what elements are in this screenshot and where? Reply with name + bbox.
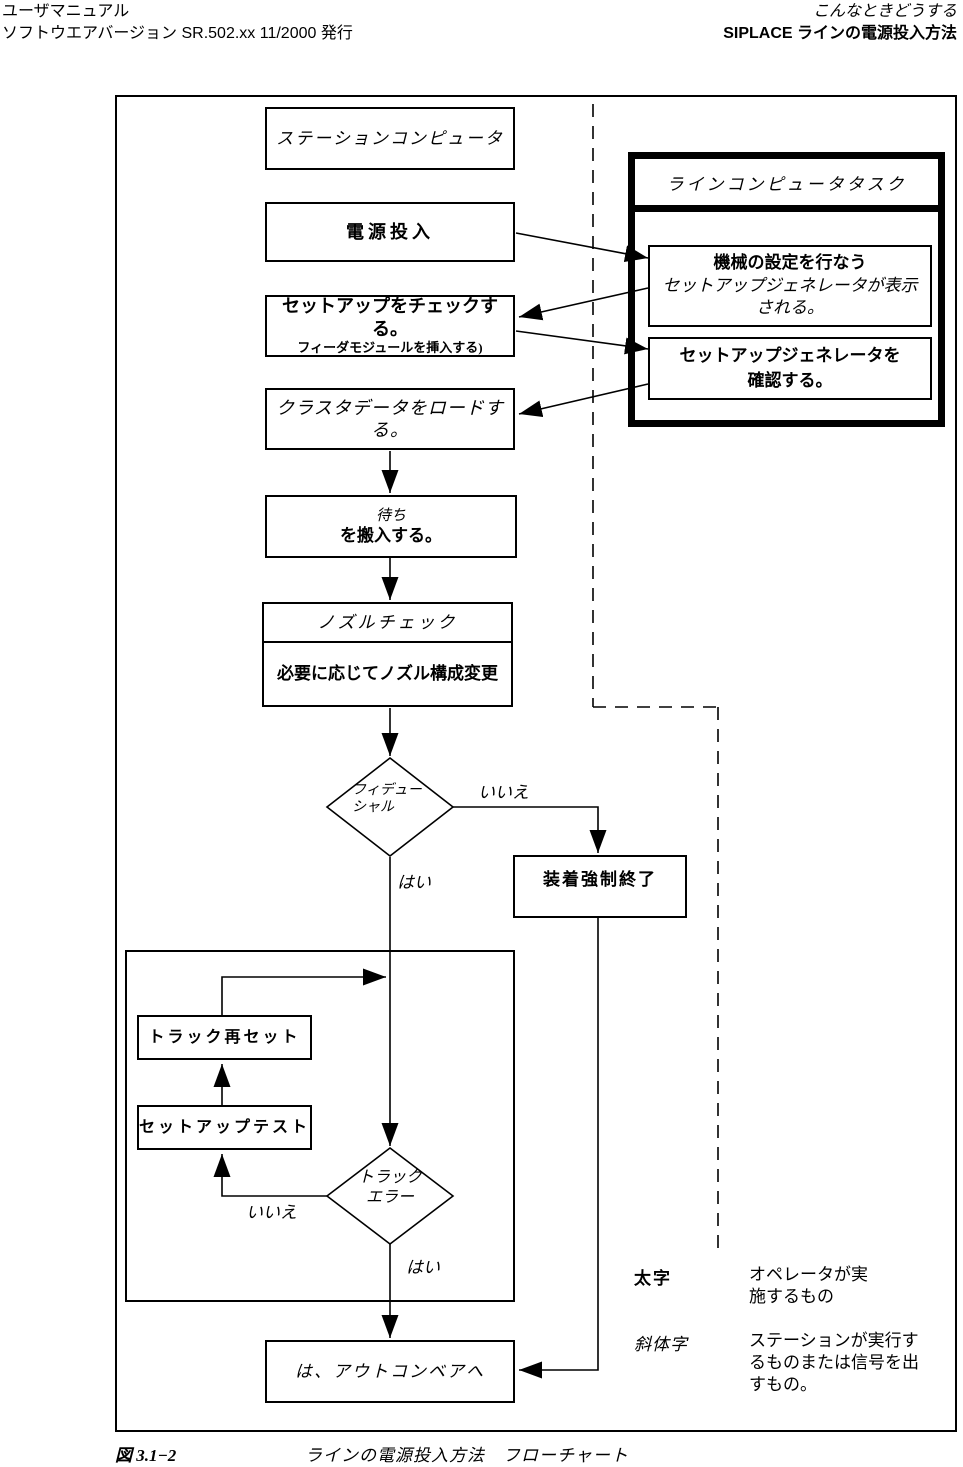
legend-italic-term: 斜体字	[634, 1335, 688, 1354]
confirm-setup-box: セットアップジェネレータを 確認する。	[648, 337, 932, 400]
machine-setup-line1: 機械の設定を行なう	[713, 252, 867, 272]
header-left: ユーザマニュアル ソフトウエアバージョン SR.502.xx 11/2000 発…	[2, 1, 353, 45]
wait-load-box: 待ち を搬入する。	[265, 495, 517, 558]
legend-bold-desc: オペレータが実 施するもの	[749, 1264, 868, 1308]
confirm-setup-line2: 確認する。	[747, 370, 833, 390]
machine-setup-line2: セットアップジェネレータが表示	[662, 275, 918, 295]
section-title: SIPLACE ラインの電源投入方法	[723, 25, 957, 42]
fiducial-no-label: いいえ	[478, 783, 529, 802]
check-setup-box: セットアップをチェックする。 フィーダモジュールを挿入する)	[265, 295, 515, 357]
load-cluster-box: クラスタデータをロードする。	[265, 388, 515, 450]
wait-line1: 待ち	[375, 507, 406, 524]
software-version: ソフトウエアバージョン SR.502.xx 11/2000 発行	[2, 25, 353, 42]
setup-test-label: セットアップテスト	[139, 1118, 311, 1136]
fiducial-line2: シャル	[352, 800, 394, 815]
power-on-box: 電源投入	[265, 202, 515, 262]
forced-end-box: 装着強制終了	[513, 855, 687, 918]
fiducial-diamond-label: フィデュー シャル	[352, 782, 422, 816]
load-cluster-label: クラスタデータをロードする。	[276, 397, 504, 441]
figure-frame	[115, 95, 957, 1432]
wait-line2: を搬入する。	[340, 526, 442, 546]
nozzle-check-box: ノズルチェック 必要に応じてノズル構成変更	[262, 602, 513, 707]
station-computer-label: ステーションコンピュータ	[276, 128, 504, 148]
legend-italic-desc: ステーションが実行す るものまたは信号を出 すもの。	[749, 1330, 919, 1396]
forced-end-label: 装着強制終了	[543, 870, 657, 889]
check-setup-line1: セットアップをチェックする。	[282, 296, 498, 339]
station-computer-box: ステーションコンピュータ	[265, 107, 515, 170]
machine-setup-box: 機械の設定を行なう セットアップジェネレータが表示 される。	[648, 245, 932, 327]
track-reset-label: トラック再セット	[148, 1028, 301, 1046]
track-error-no-label: いいえ	[246, 1203, 297, 1222]
manual-title: ユーザマニュアル	[2, 3, 130, 20]
legend-italic-desc-line3: すもの。	[749, 1375, 817, 1394]
power-on-label: 電源投入	[346, 221, 434, 242]
nozzle-check-title: ノズルチェック	[264, 604, 511, 643]
out-conveyor-box: は、アウトコンベアへ	[265, 1340, 515, 1403]
fiducial-line1: フィデュー	[352, 783, 422, 798]
track-error-line1: トラック	[357, 1169, 422, 1186]
track-error-yes-label: はい	[406, 1258, 440, 1277]
confirm-setup-line1: セットアップジェネレータを	[679, 345, 901, 365]
setup-loop-container	[125, 950, 515, 1302]
machine-setup-line3: される。	[756, 298, 824, 318]
check-setup-line2: フィーダモジュールを挿入する)	[297, 340, 483, 356]
legend-italic-desc-line1: ステーションが実行す	[749, 1331, 919, 1350]
header-right: こんなときどうする SIPLACE ラインの電源投入方法	[723, 1, 957, 45]
track-error-line2: エラー	[365, 1189, 414, 1206]
track-reset-box: トラック再セット	[137, 1015, 312, 1060]
fiducial-yes-label: はい	[397, 873, 431, 892]
nozzle-check-body: 必要に応じてノズル構成変更	[277, 664, 498, 684]
legend-bold-desc-line1: オペレータが実	[749, 1265, 868, 1284]
setup-test-box: セットアップテスト	[137, 1105, 312, 1150]
legend-bold-desc-line2: 施するもの	[749, 1287, 834, 1306]
figure-number: 図 3.1−2	[115, 1446, 177, 1465]
out-conveyor-label: は、アウトコンベアへ	[295, 1361, 485, 1381]
track-error-diamond-label: トラック エラー	[330, 1168, 450, 1208]
figure-caption: ラインの電源投入方法 フローチャート	[305, 1446, 629, 1465]
legend-bold-term: 太字	[634, 1269, 672, 1288]
line-computer-title: ラインコンピュータタスク	[635, 159, 938, 212]
legend-italic-desc-line2: るものまたは信号を出	[749, 1353, 919, 1372]
chapter-title: こんなときどうする	[812, 3, 957, 20]
